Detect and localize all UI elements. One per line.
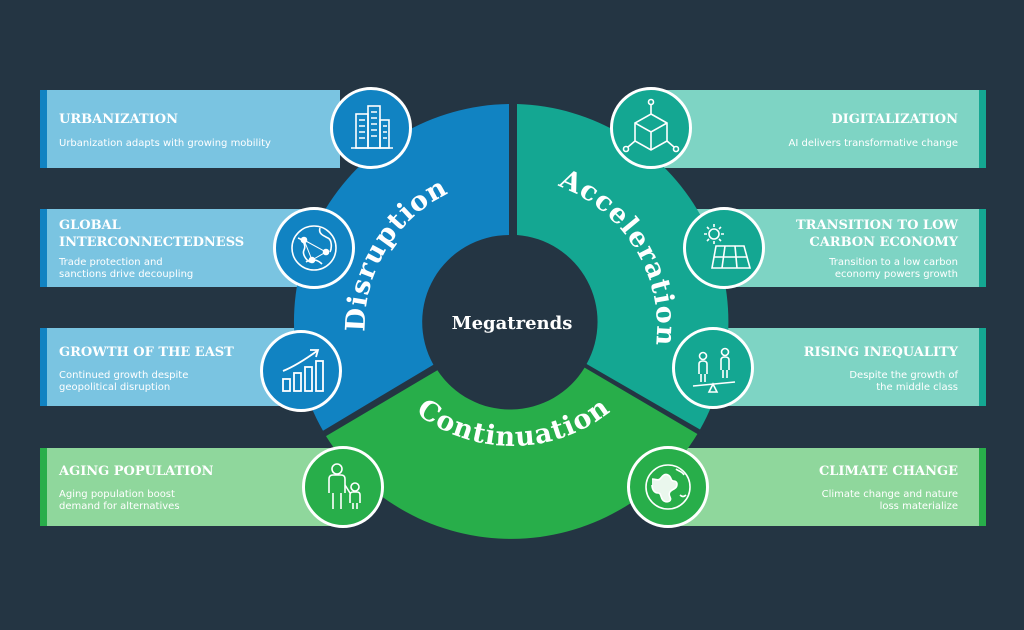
card-title: GROWTH OF THE EAST xyxy=(59,345,234,360)
icon-circle-climate-change xyxy=(627,446,709,528)
icon-circle-growth-of-the-east xyxy=(260,330,342,412)
icon-circle-urbanization xyxy=(330,87,412,169)
cube-network-icon xyxy=(622,98,680,153)
card-digitalization: DIGITALIZATION AI delivers transformativ… xyxy=(664,90,986,168)
card-accent-bar xyxy=(40,328,47,406)
card-climate-change: CLIMATE CHANGE Climate change and nature… xyxy=(664,448,986,526)
icon-circle-global-interconnectedness xyxy=(273,207,355,289)
card-title: CLIMATE CHANGE xyxy=(818,464,958,479)
earth-icon xyxy=(645,464,691,510)
card-description: Urbanization adapts with growing mobilit… xyxy=(59,138,271,149)
segment-continuation xyxy=(326,367,698,539)
growth-chart-icon xyxy=(282,349,324,392)
card-accent-bar xyxy=(40,209,47,287)
people-balance-icon xyxy=(692,347,736,393)
solar-panel-icon xyxy=(704,224,752,269)
card-accent-bar xyxy=(979,328,986,406)
card-accent-bar xyxy=(979,448,986,526)
card-accent-bar xyxy=(979,90,986,168)
icon-circle-transition-to-low-carbon-economy xyxy=(683,207,765,289)
segment-acceleration xyxy=(517,104,729,430)
card-accent-bar xyxy=(40,90,47,168)
card-title: AGING POPULATION xyxy=(59,464,214,479)
buildings-icon xyxy=(351,105,393,149)
icon-circle-digitalization xyxy=(610,87,692,169)
card-accent-bar xyxy=(40,448,47,526)
icon-circle-rising-inequality xyxy=(672,327,754,409)
segment-disruption xyxy=(293,104,509,431)
card-urbanization: URBANIZATION Urbanization adapts with gr… xyxy=(40,90,340,168)
center-label: Megatrends xyxy=(452,313,573,334)
card-title: DIGITALIZATION xyxy=(831,112,958,127)
card-description: AI delivers transformative change xyxy=(788,138,959,149)
card-title: RISING INEQUALITY xyxy=(803,345,958,360)
card-title: URBANIZATION xyxy=(59,112,179,127)
card-accent-bar xyxy=(979,209,986,287)
icon-circle-aging-population xyxy=(302,446,384,528)
globe-network-icon xyxy=(291,225,337,271)
family-icon xyxy=(328,463,361,509)
